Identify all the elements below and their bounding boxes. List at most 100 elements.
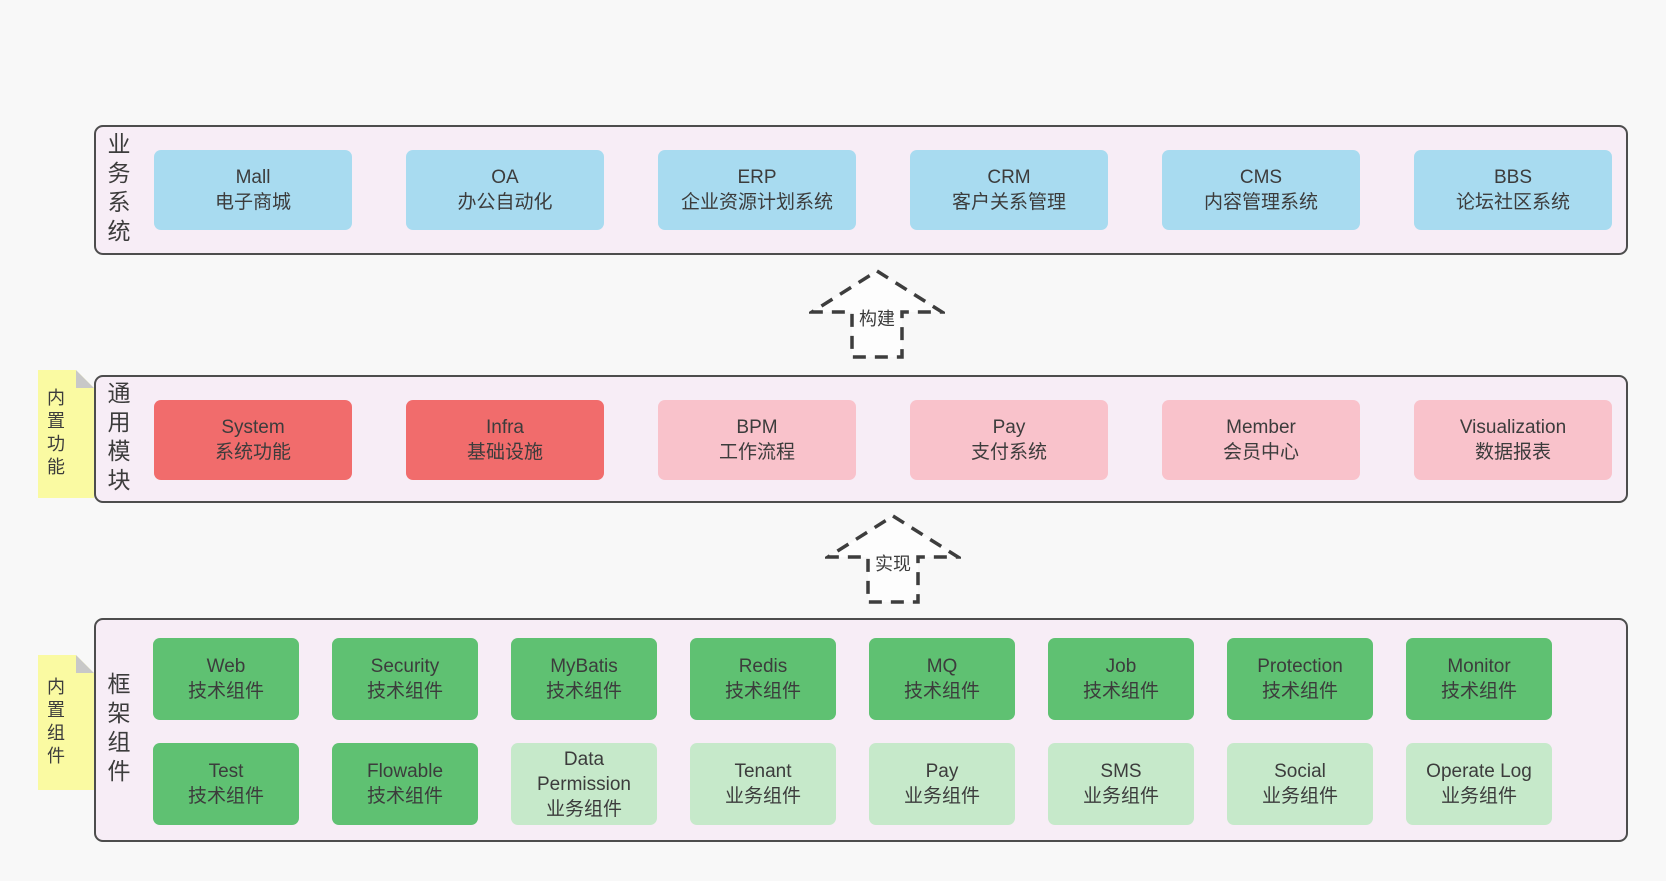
box-subtitle: 技术组件 xyxy=(724,681,801,702)
diagram-box-sms: SMS 业务组件 xyxy=(1048,743,1194,825)
box-title: CRM xyxy=(987,167,1031,188)
box-row: System 系统功能 Infra 基础设施 BPM 工作流程 Pay 支付系统 Member 会… xyxy=(154,400,1612,480)
diagram-box-web: Web 技术组件 xyxy=(153,638,299,720)
box-title: Test xyxy=(208,761,244,782)
build-arrow-label: 构建 xyxy=(857,307,897,331)
business-systems-side-label: 业务系统 xyxy=(104,132,130,248)
box-title: Pay xyxy=(992,417,1026,438)
box-subtitle: 办公自动化 xyxy=(457,192,553,213)
sticky-fold-corner xyxy=(76,370,94,388)
diagram-box-monitor: Monitor 技术组件 xyxy=(1406,638,1552,720)
box-title: Redis xyxy=(738,656,788,677)
box-subtitle: 内容管理系统 xyxy=(1203,192,1318,213)
box-subtitle: 技术组件 xyxy=(187,681,264,702)
box-title: Operate Log xyxy=(1426,761,1532,782)
box-subtitle: 业务组件 xyxy=(724,786,801,807)
box-subtitle: 系统功能 xyxy=(214,442,291,463)
diagram-box-oa: OA 办公自动化 xyxy=(406,150,604,230)
box-subtitle: 业务组件 xyxy=(1440,786,1517,807)
common-modules-side-label: 通用模块 xyxy=(104,381,130,497)
box-subtitle: 基础设施 xyxy=(466,442,543,463)
box-title: Pay xyxy=(925,761,959,782)
diagram-box-protection: Protection 技术组件 xyxy=(1227,638,1373,720)
build-arrow: 构建 xyxy=(809,268,945,360)
box-subtitle: 客户关系管理 xyxy=(951,192,1066,213)
box-subtitle: 技术组件 xyxy=(187,786,264,807)
box-title: CMS xyxy=(1239,167,1283,188)
box-subtitle: 业务组件 xyxy=(903,786,980,807)
box-title: Monitor xyxy=(1447,656,1511,677)
box-subtitle: 技术组件 xyxy=(366,786,443,807)
box-title: Infra xyxy=(485,417,525,438)
sticky-label: 内置组件 xyxy=(45,676,65,769)
diagram-box-redis: Redis 技术组件 xyxy=(690,638,836,720)
diagram-box-flowable: Flowable 技术组件 xyxy=(332,743,478,825)
box-subtitle: 技术组件 xyxy=(545,681,622,702)
box-title: SMS xyxy=(1100,761,1142,782)
built-in-components-sticky: 内置组件 xyxy=(38,655,94,790)
box-title: System xyxy=(221,417,285,438)
diagram-box-tenant: Tenant 业务组件 xyxy=(690,743,836,825)
sticky-label: 内置功能 xyxy=(45,388,65,480)
diagram-box-infra: Infra 基础设施 xyxy=(406,400,604,480)
diagram-box-cms: CMS 内容管理系统 xyxy=(1162,150,1360,230)
diagram-box-pay: Pay 业务组件 xyxy=(869,743,1015,825)
diagram-box-operate-log: Operate Log 业务组件 xyxy=(1406,743,1552,825)
diagram-box-data-permission: Data Permission 业务组件 xyxy=(511,743,657,825)
box-subtitle: 数据报表 xyxy=(1474,442,1551,463)
diagram-box-social: Social 业务组件 xyxy=(1227,743,1373,825)
framework-components-side-label: 框架组件 xyxy=(104,672,130,788)
box-title: Protection xyxy=(1257,656,1343,677)
built-in-features-sticky: 内置功能 xyxy=(38,370,94,498)
box-subtitle: 业务组件 xyxy=(545,798,622,820)
box-title: Social xyxy=(1274,761,1326,782)
diagram-box-crm: CRM 客户关系管理 xyxy=(910,150,1108,230)
box-title: MyBatis xyxy=(550,656,618,677)
box-subtitle: 工作流程 xyxy=(718,442,795,463)
diagram-box-test: Test 技术组件 xyxy=(153,743,299,825)
box-subtitle: 业务组件 xyxy=(1261,786,1338,807)
diagram-box-bbs: BBS 论坛社区系统 xyxy=(1414,150,1612,230)
box-subtitle: 会员中心 xyxy=(1222,442,1299,463)
box-subtitle: 企业资源计划系统 xyxy=(680,192,833,213)
box-title: Data Permission xyxy=(537,748,631,795)
box-subtitle: 论坛社区系统 xyxy=(1455,192,1570,213)
box-subtitle: 技术组件 xyxy=(1261,681,1338,702)
common-modules-panel: 通用模块 System 系统功能 Infra 基础设施 BPM 工作流程 Pay 支付系统 Me… xyxy=(94,375,1628,503)
diagram-box-pay: Pay 支付系统 xyxy=(910,400,1108,480)
box-subtitle: 业务组件 xyxy=(1082,786,1159,807)
box-title: Tenant xyxy=(734,761,792,782)
box-subtitle: 技术组件 xyxy=(366,681,443,702)
box-title: BPM xyxy=(736,417,778,438)
common-modules-rows: System 系统功能 Infra 基础设施 BPM 工作流程 Pay 支付系统 Member 会… xyxy=(154,400,1612,480)
diagram-box-member: Member 会员中心 xyxy=(1162,400,1360,480)
diagram-box-bpm: BPM 工作流程 xyxy=(658,400,856,480)
diagram-box-mq: MQ 技术组件 xyxy=(869,638,1015,720)
implement-arrow: 实现 xyxy=(825,513,961,605)
box-title: Visualization xyxy=(1459,417,1567,438)
diagram-box-mybatis: MyBatis 技术组件 xyxy=(511,638,657,720)
box-title: MQ xyxy=(926,656,958,677)
box-subtitle: 技术组件 xyxy=(903,681,980,702)
sticky-fold-corner xyxy=(76,655,94,673)
box-title: BBS xyxy=(1493,167,1533,188)
box-title: Job xyxy=(1105,656,1137,677)
box-subtitle: 支付系统 xyxy=(970,442,1047,463)
box-title: OA xyxy=(491,167,519,188)
box-title: Member xyxy=(1226,417,1296,438)
box-title: Flowable xyxy=(366,761,444,782)
box-title: Web xyxy=(206,656,246,677)
box-subtitle: 技术组件 xyxy=(1440,681,1517,702)
box-subtitle: 技术组件 xyxy=(1082,681,1159,702)
